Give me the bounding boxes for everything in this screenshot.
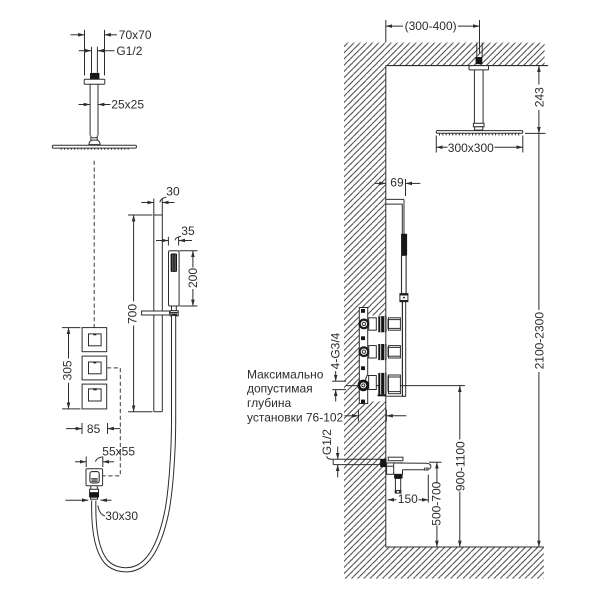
- svg-text:G1/2: G1/2: [116, 44, 142, 58]
- svg-text:установки 76-102: установки 76-102: [247, 410, 344, 424]
- svg-text:глубина: глубина: [247, 396, 291, 410]
- svg-text:30x30: 30x30: [105, 509, 138, 523]
- svg-text:700: 700: [126, 304, 140, 324]
- svg-text:G1/2: G1/2: [320, 429, 334, 455]
- svg-text:900-1100: 900-1100: [453, 441, 467, 491]
- svg-text:300x300: 300x300: [448, 141, 494, 155]
- svg-text:150: 150: [398, 492, 418, 506]
- svg-text:55x55: 55x55: [102, 445, 135, 459]
- svg-text:35: 35: [181, 224, 195, 238]
- svg-text:69: 69: [390, 176, 404, 190]
- svg-text:Максимально: Максимально: [247, 367, 324, 381]
- svg-text:25x25: 25x25: [111, 98, 144, 112]
- svg-text:допустимая: допустимая: [247, 382, 313, 396]
- svg-text:85: 85: [87, 422, 101, 436]
- svg-text:4-G3/4: 4-G3/4: [328, 332, 342, 369]
- svg-text:30: 30: [166, 185, 180, 199]
- svg-text:305: 305: [60, 360, 74, 380]
- svg-text:243: 243: [532, 87, 546, 107]
- svg-text:200: 200: [186, 268, 200, 288]
- svg-text:(300-400): (300-400): [405, 19, 457, 33]
- svg-text:70x70: 70x70: [119, 28, 152, 42]
- svg-text:500-700: 500-700: [429, 481, 443, 525]
- svg-text:2100-2300: 2100-2300: [532, 312, 546, 370]
